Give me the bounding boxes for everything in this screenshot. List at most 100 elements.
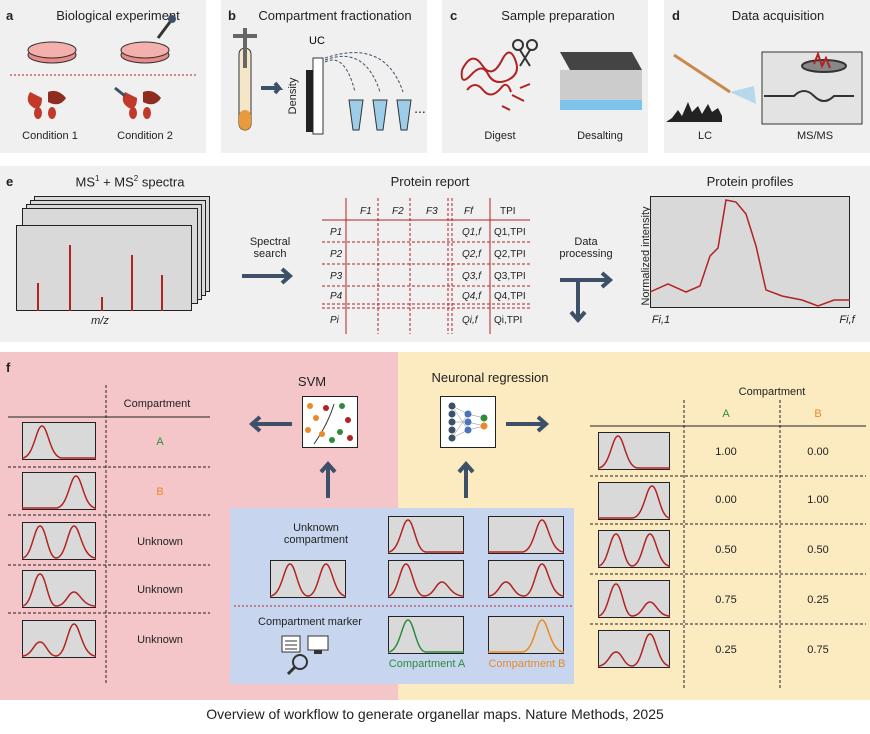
unknown-compartment-label: Unknown compartment xyxy=(283,522,349,546)
compartment-b-label: Compartment B xyxy=(488,658,566,670)
row-label-pi: Pi xyxy=(330,315,339,326)
col-header-f3: F3 xyxy=(426,206,438,217)
col-header-f1: F1 xyxy=(360,206,372,217)
unknown-profile-5 xyxy=(488,560,564,598)
petri-dish-icon xyxy=(27,41,77,64)
digest-label: Digest xyxy=(484,130,516,142)
marker-database-icon xyxy=(281,635,329,676)
arrow-up-svm-icon xyxy=(319,460,337,498)
right-row-5-b: 0.75 xyxy=(807,644,829,656)
arrow-up-regression-icon xyxy=(457,460,475,498)
col-header-ff: Ff xyxy=(464,206,473,217)
pipette-icon xyxy=(156,15,176,39)
right-col-b-header: B xyxy=(814,408,822,420)
right-row-1-a: 1.00 xyxy=(715,446,737,458)
left-profile-5 xyxy=(22,620,96,658)
right-row-2-a: 0.00 xyxy=(715,494,737,506)
arrow-left-icon xyxy=(248,415,292,433)
row-label-p4: P4 xyxy=(330,291,343,302)
row-label-p2: P2 xyxy=(330,249,343,260)
lc-chromatogram xyxy=(666,102,722,122)
right-profile-4 xyxy=(598,580,670,618)
panel-a xyxy=(0,0,206,153)
centrifuge-tube-icon xyxy=(306,57,324,135)
ms-peaks xyxy=(813,51,831,69)
condition-2-label: Condition 2 xyxy=(117,130,173,142)
q-f-3: Q3,f xyxy=(462,271,481,282)
panel-a-title: Biological experiment xyxy=(56,8,180,23)
panel-c-title: Sample preparation xyxy=(501,8,615,23)
q-tpi-4: Q4,TPI xyxy=(494,291,526,302)
compartment-b-profile xyxy=(488,616,564,654)
data-processing-label: Data processing xyxy=(559,236,613,260)
right-profile-2 xyxy=(598,482,670,520)
ms-spectrum-peaks xyxy=(37,245,163,311)
panel-d-title: Data acquisition xyxy=(731,8,825,23)
protein-profile-plot xyxy=(650,196,850,308)
arrow-icon xyxy=(261,81,284,95)
panel-d-illustration xyxy=(666,51,863,125)
fraction-tubes xyxy=(348,99,412,131)
left-table-lines xyxy=(8,385,210,685)
col-header-f2: F2 xyxy=(392,206,404,217)
protein-profiles-title: Protein profiles xyxy=(706,174,794,189)
q-tpi-3: Q3,TPI xyxy=(494,271,526,282)
right-profile-curves xyxy=(597,435,671,667)
protein-report-title: Protein report xyxy=(390,174,470,189)
lc-label: LC xyxy=(697,130,713,142)
left-row-2-value: B xyxy=(156,486,164,498)
col-header-tpi: TPI xyxy=(500,206,516,217)
compartment-marker-label: Compartment marker xyxy=(258,616,362,628)
arrow-down-right-icon xyxy=(560,271,614,324)
left-profile-curves xyxy=(21,425,97,657)
svm-scatter xyxy=(305,403,353,445)
unknown-profile-3 xyxy=(388,560,464,598)
neural-net-icon xyxy=(448,402,488,442)
protein-report-grid xyxy=(322,198,530,334)
right-row-2-b: 1.00 xyxy=(807,494,829,506)
right-row-3-a: 0.50 xyxy=(715,544,737,556)
left-row-1-value: A xyxy=(156,436,164,448)
right-compartment-header: Compartment xyxy=(738,386,806,398)
panel-b-title: Compartment fractionation xyxy=(258,8,412,23)
unknown-profile-4 xyxy=(488,516,564,554)
spectra-title: MS1 + MS2 spectra xyxy=(75,174,185,190)
petri-dish-icon xyxy=(120,41,170,64)
left-row-5-value: Unknown xyxy=(137,634,183,646)
q-tpi-i: Qi,TPI xyxy=(494,315,523,326)
organ-icons xyxy=(27,86,161,119)
marker-divider xyxy=(234,605,572,607)
right-row-5-a: 0.25 xyxy=(715,644,737,656)
right-table-lines xyxy=(590,400,866,690)
spectral-search-label: Spectral search xyxy=(249,236,291,260)
compartment-a-label: Compartment A xyxy=(388,658,466,670)
panel-b-label: b xyxy=(228,8,236,23)
row-label-p1: P1 xyxy=(330,227,343,238)
q-f-4: Q4,f xyxy=(462,291,481,302)
panel-d-label: d xyxy=(672,8,680,23)
q-f-2: Q2,f xyxy=(462,249,481,260)
left-compartment-header: Compartment xyxy=(123,398,191,410)
panel-f-label: f xyxy=(6,360,11,375)
x-end-label: Fi,f xyxy=(839,314,855,326)
panel-a-label: a xyxy=(6,8,14,23)
figure-caption: Overview of workflow to generate organel… xyxy=(206,706,664,722)
panel-c-illustration xyxy=(460,39,642,111)
panel-b xyxy=(221,0,427,153)
right-row-4-a: 0.75 xyxy=(715,594,737,606)
arrow-right-icon xyxy=(242,267,294,285)
q-f-1: Q1,f xyxy=(462,227,481,238)
panel-b-illustration: UC xyxy=(233,28,412,135)
plate-icon xyxy=(560,52,642,110)
right-col-a-header: A xyxy=(722,408,730,420)
q-tpi-1: Q1,TPI xyxy=(494,227,526,238)
q-f-i: Qi,f xyxy=(462,315,478,326)
right-row-1-b: 0.00 xyxy=(807,446,829,458)
condition-1-label: Condition 1 xyxy=(22,130,78,142)
arrow-right-regression-icon xyxy=(506,415,550,433)
x-start-label: Fi,1 xyxy=(651,314,671,326)
left-profile-1 xyxy=(22,422,96,460)
protein-profile-line xyxy=(649,199,850,307)
lc-needle xyxy=(673,53,731,94)
